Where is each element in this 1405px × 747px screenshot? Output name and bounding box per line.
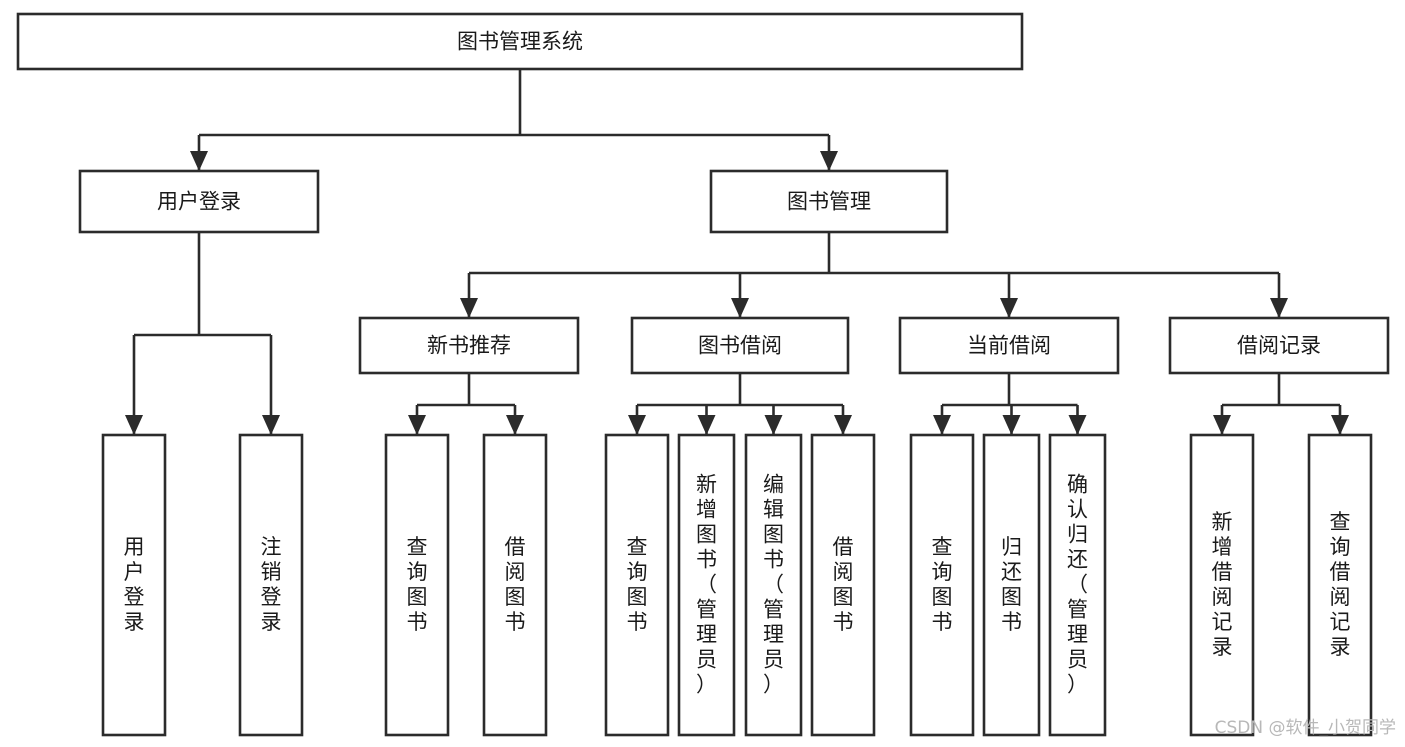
node-l2-book-manage[interactable]: 图书管理 <box>709 169 949 234</box>
arrow-head-icon <box>731 298 749 318</box>
node-root-root[interactable]: 图书管理系统 <box>16 12 1024 71</box>
connector-layer <box>125 69 1349 435</box>
node-label: 借阅图书 <box>833 535 854 634</box>
node-label: 注销登录 <box>261 535 282 634</box>
node-l3-current-borrow[interactable]: 当前借阅 <box>898 316 1120 375</box>
arrow-head-icon <box>125 415 143 435</box>
node-label: 新增借阅记录 <box>1212 510 1233 659</box>
node-label: 图书管理 <box>787 190 871 214</box>
arrow-head-icon <box>1000 298 1018 318</box>
node-label: 图书管理系统 <box>457 30 583 54</box>
node-label: 查询图书 <box>932 535 953 634</box>
node-box <box>982 433 1041 737</box>
node-box <box>78 169 320 234</box>
arrow-head-icon <box>1213 415 1231 435</box>
node-leaf-leaf-return-book[interactable]: 归还图书 <box>982 433 1041 737</box>
node-leaf-leaf-query-record[interactable]: 查询借阅记录 <box>1307 433 1373 737</box>
node-box <box>1048 433 1107 737</box>
node-label: 新书推荐 <box>427 334 511 358</box>
node-label: 查询借阅记录 <box>1330 510 1351 659</box>
node-box <box>1307 433 1373 737</box>
node-leaf-leaf-query-book-2[interactable]: 查询图书 <box>604 433 670 737</box>
node-box <box>1189 433 1255 737</box>
node-box <box>16 12 1024 71</box>
node-leaf-leaf-logout[interactable]: 注销登录 <box>238 433 304 737</box>
node-leaf-leaf-confirm-return[interactable]: 确认归还（管理员） <box>1048 433 1107 737</box>
arrow-head-icon <box>933 415 951 435</box>
arrow-head-icon <box>834 415 852 435</box>
node-layer: 图书管理系统用户登录图书管理新书推荐图书借阅当前借阅借阅记录用户登录注销登录查询… <box>16 12 1390 737</box>
node-label: 编辑图书（管理员） <box>763 473 784 697</box>
node-box <box>101 433 167 737</box>
node-l3-borrow-record[interactable]: 借阅记录 <box>1168 316 1390 375</box>
node-label: 借阅图书 <box>505 535 526 634</box>
arrow-head-icon <box>408 415 426 435</box>
node-leaf-leaf-user-login[interactable]: 用户登录 <box>101 433 167 737</box>
node-label: 新增图书（管理员） <box>696 473 717 697</box>
arrow-head-icon <box>628 415 646 435</box>
csdn-watermark: CSDN @软件_小贺同学 <box>1215 718 1396 738</box>
node-box <box>238 433 304 737</box>
node-label: 借阅记录 <box>1237 334 1321 358</box>
node-label: 用户登录 <box>157 190 241 214</box>
node-leaf-leaf-add-record[interactable]: 新增借阅记录 <box>1189 433 1255 737</box>
node-label: 查询图书 <box>627 535 648 634</box>
node-leaf-leaf-add-book[interactable]: 新增图书（管理员） <box>677 433 736 737</box>
arrow-head-icon <box>820 151 838 171</box>
arrow-head-icon <box>1002 415 1021 435</box>
arrow-head-icon <box>1068 415 1087 435</box>
arrow-head-icon <box>697 415 716 435</box>
node-leaf-leaf-borrow-book-1[interactable]: 借阅图书 <box>482 433 548 737</box>
node-label: 确认归还（管理员） <box>1067 473 1088 697</box>
node-box <box>630 316 850 375</box>
node-label: 当前借阅 <box>967 334 1051 358</box>
arrow-head-icon <box>460 298 478 318</box>
node-box <box>358 316 580 375</box>
node-label: 查询图书 <box>407 535 428 634</box>
node-label: 归还图书 <box>1001 535 1022 634</box>
arrow-head-icon <box>506 415 524 435</box>
node-box <box>604 433 670 737</box>
node-l3-book-borrow[interactable]: 图书借阅 <box>630 316 850 375</box>
node-leaf-leaf-edit-book[interactable]: 编辑图书（管理员） <box>744 433 803 737</box>
node-box <box>898 316 1120 375</box>
arrow-head-icon <box>1270 298 1288 318</box>
node-label: 图书借阅 <box>698 334 782 358</box>
node-l3-new-book-recommend[interactable]: 新书推荐 <box>358 316 580 375</box>
node-box <box>744 433 803 737</box>
node-box <box>909 433 975 737</box>
node-box <box>384 433 450 737</box>
node-l2-user-login[interactable]: 用户登录 <box>78 169 320 234</box>
node-box <box>810 433 876 737</box>
node-box <box>1168 316 1390 375</box>
node-leaf-leaf-query-book-3[interactable]: 查询图书 <box>909 433 975 737</box>
node-box <box>709 169 949 234</box>
arrow-head-icon <box>1331 415 1349 435</box>
node-leaf-leaf-borrow-book-2[interactable]: 借阅图书 <box>810 433 876 737</box>
arrow-head-icon <box>764 415 783 435</box>
node-box <box>482 433 548 737</box>
node-box <box>677 433 736 737</box>
arrow-head-icon <box>262 415 280 435</box>
arrow-head-icon <box>190 151 208 171</box>
node-leaf-leaf-query-book-1[interactable]: 查询图书 <box>384 433 450 737</box>
node-label: 用户登录 <box>124 535 145 634</box>
